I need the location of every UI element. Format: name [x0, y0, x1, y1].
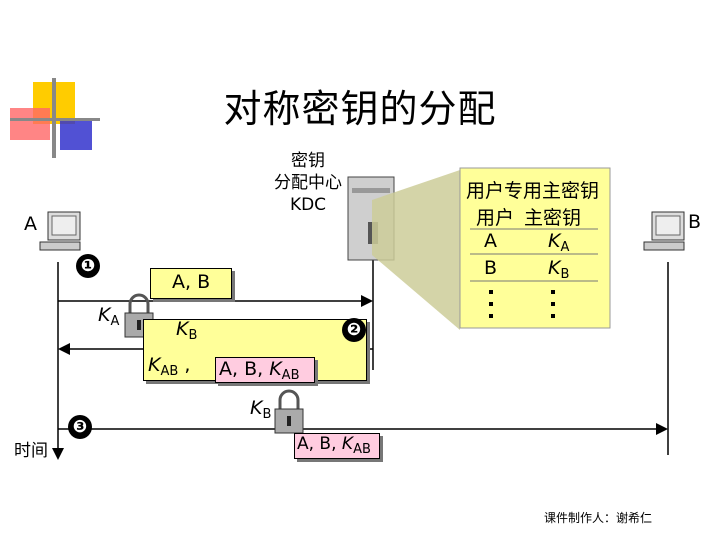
- msg2-ka: KA: [98, 304, 119, 329]
- kdc-label-line1: 密钥: [291, 151, 325, 171]
- msg2-kb: KB: [176, 318, 197, 343]
- msg2-inner-box: [215, 357, 315, 383]
- time-arrow: [52, 448, 64, 460]
- step-3-badge: ❸: [68, 415, 92, 439]
- msg3-box: [294, 433, 380, 459]
- key-table-box: [459, 167, 611, 329]
- table-col-user: 用户: [476, 207, 515, 229]
- table-row-b-user: B: [484, 257, 498, 279]
- msg2-kab-sub: AB: [160, 364, 179, 379]
- msg2-kab-k: K: [148, 354, 161, 376]
- host-a-label: A: [24, 213, 37, 235]
- kdc-label-line2: 分配中心: [274, 173, 342, 193]
- lookup-beam: [372, 170, 460, 330]
- host-b-label: B: [688, 211, 702, 233]
- msg2-inner-text: A, B, KAB: [219, 358, 299, 383]
- msg2-comma: ,: [184, 354, 191, 376]
- msg3-inner-k: K: [341, 434, 354, 454]
- msg3-inner: A, B,: [297, 434, 342, 454]
- table-col-key: 主密钥: [524, 207, 582, 229]
- corner-logo: [10, 78, 100, 158]
- step-1-badge: ❶: [76, 254, 100, 278]
- step-2-badge: ❷: [342, 318, 366, 342]
- msg2-inner-k: K: [269, 358, 282, 380]
- table-row-a-key-sub: A: [560, 240, 570, 255]
- credit-text: 课件制作人：谢希仁: [544, 511, 653, 525]
- time-label: 时间: [14, 441, 48, 461]
- table-row-a-key: KA: [548, 230, 569, 255]
- table-header: 用户专用主密钥: [466, 180, 600, 202]
- table-row-b-key-k: K: [548, 257, 561, 279]
- msg2-inner: A, B,: [219, 358, 270, 380]
- msg2-kab: KAB ,: [148, 354, 190, 379]
- table-row-b-key-sub: B: [560, 267, 570, 282]
- lock-kb-msg3-icon: [274, 389, 304, 434]
- kdc-label: 密钥 分配中心 KDC: [258, 150, 358, 216]
- table-row-a-key-k: K: [548, 230, 561, 252]
- msg1-text: A, B: [172, 271, 211, 293]
- msg3-kb-sub: B: [262, 407, 272, 422]
- page-title: 对称密钥的分配: [223, 87, 497, 131]
- computer-b-icon: [643, 211, 685, 251]
- table-ellipsis-icon: [489, 290, 555, 318]
- msg2-kb-sub: B: [188, 328, 198, 343]
- msg2-inner-sub: AB: [281, 368, 300, 383]
- msg3-kb: KB: [250, 397, 271, 422]
- msg3-kb-k: K: [250, 397, 263, 419]
- msg1-box: [150, 268, 232, 299]
- msg3-inner-sub: AB: [353, 442, 371, 457]
- msg2-ka-k: K: [98, 304, 111, 326]
- msg2-ka-sub: A: [110, 314, 120, 329]
- msg2-kb-k: K: [176, 318, 189, 340]
- table-row-b-key: KB: [548, 257, 569, 282]
- kdc-label-line3: KDC: [289, 195, 327, 215]
- computer-a-icon: [39, 211, 81, 251]
- msg3-inner-text: A, B, KAB: [297, 434, 371, 457]
- table-row-a-user: A: [484, 230, 497, 252]
